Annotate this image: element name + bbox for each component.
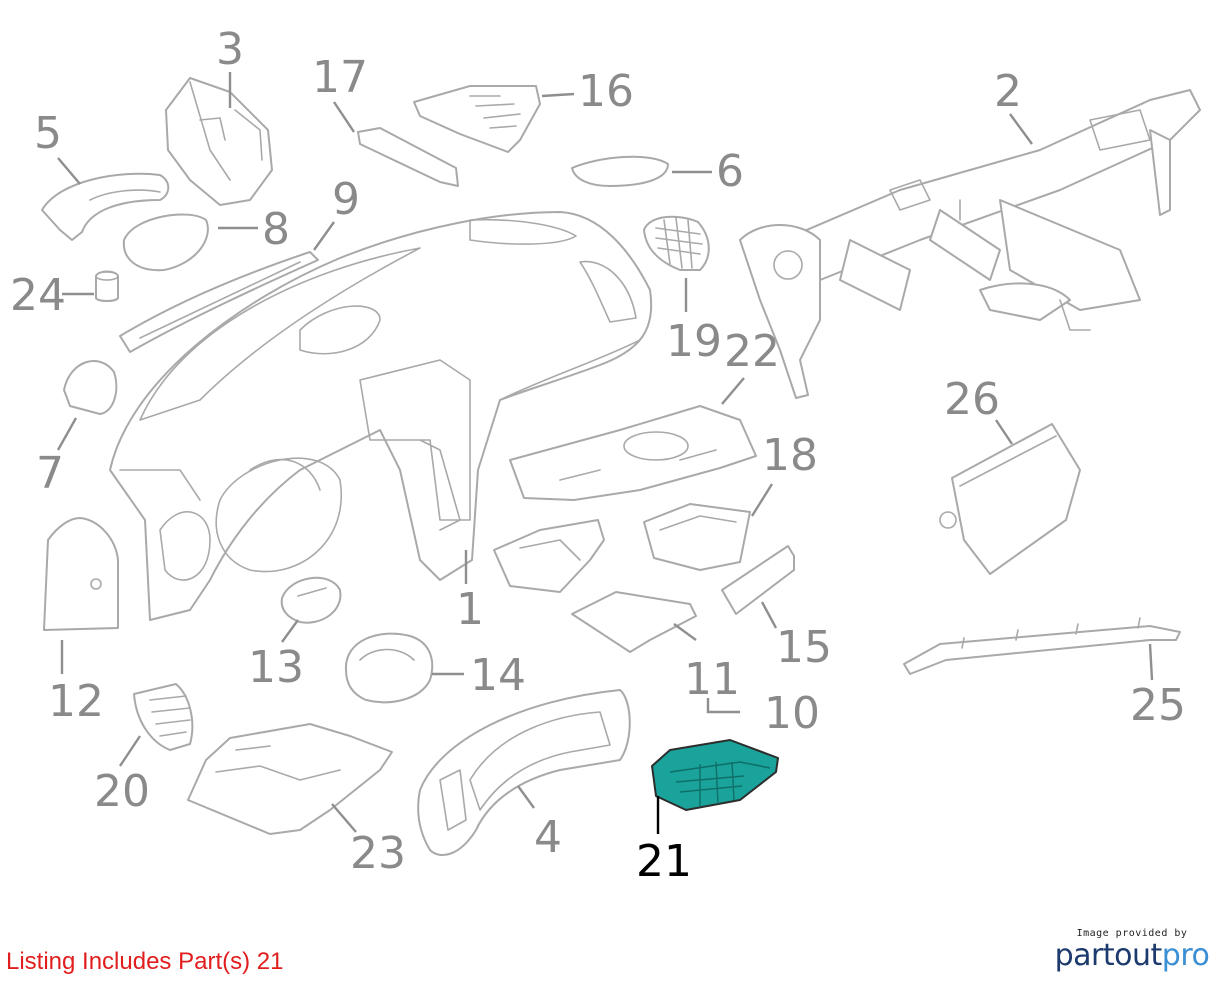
callout-19: 19: [666, 316, 722, 367]
lower-air-vent-part: [133, 683, 194, 751]
leader-13: [281, 619, 299, 643]
airbag-module-part: [939, 423, 1081, 575]
leader-7: [56, 417, 78, 451]
console-insert-part: [509, 405, 757, 501]
leader-10: [706, 698, 740, 714]
callout-25: 25: [1130, 680, 1186, 731]
leader-18: [750, 483, 774, 517]
storage-tray-part: [493, 519, 605, 593]
air-vent-part: [643, 215, 710, 271]
callout-numbers: 1 2 3 4 5 6 7 8 9 10 11 12 13 14 15 16 1…: [10, 24, 1186, 887]
trim-panel-part: [41, 172, 170, 241]
callout-20: 20: [94, 766, 150, 817]
grille-part: [122, 213, 209, 272]
cross-car-beam-part: [739, 89, 1201, 399]
instrument-panel-part: [109, 211, 653, 621]
lower-panel-part: [187, 723, 393, 835]
callout-24: 24: [10, 270, 66, 321]
callout-16: 16: [578, 66, 634, 117]
listing-includes-text: Listing Includes Part(s) 21: [6, 948, 284, 975]
callout-9: 9: [332, 174, 360, 225]
reinforcement-rod-part: [903, 617, 1181, 675]
leader-4: [517, 785, 535, 809]
leader-23: [331, 803, 357, 833]
leader-17: [333, 101, 355, 133]
leader-15: [760, 601, 778, 629]
callout-21: 21: [636, 836, 692, 887]
cluster-bezel-part: [417, 689, 631, 857]
trim-molding-part: [357, 127, 459, 187]
brand-main: partout: [1054, 938, 1163, 973]
leader-9: [313, 221, 335, 251]
brand-accent: pro: [1161, 938, 1210, 973]
callout-8: 8: [262, 204, 290, 255]
end-cap-part: [63, 360, 118, 415]
callout-17: 17: [312, 52, 368, 103]
tray-liner-part: [571, 591, 697, 653]
callout-2: 2: [994, 66, 1022, 117]
leader-2: [1009, 113, 1033, 145]
leader-11: [673, 623, 697, 641]
trim-strip-part: [721, 545, 795, 615]
callout-12: 12: [48, 676, 104, 727]
callout-7: 7: [36, 448, 64, 499]
callout-22: 22: [724, 326, 780, 377]
credit-caption: Image provided by: [1076, 928, 1188, 939]
leader-26: [995, 419, 1013, 445]
callout-1: 1: [456, 584, 484, 635]
partoutpro-logo: partoutpro: [1052, 939, 1212, 973]
leader-5: [57, 157, 81, 185]
callout-15: 15: [776, 622, 832, 673]
callout-13: 13: [248, 642, 304, 693]
callout-26: 26: [944, 374, 1000, 425]
leader-20: [119, 735, 141, 767]
defroster-grille-part: [119, 251, 319, 353]
image-credit: Image provided by partoutpro: [1052, 928, 1212, 973]
callout-5: 5: [34, 108, 62, 159]
leader-16: [541, 92, 575, 98]
glove-box-bin-part: [643, 503, 751, 571]
callout-18: 18: [762, 430, 818, 481]
plug-part: [95, 270, 119, 302]
knob-housing-part: [280, 576, 342, 624]
louver-vent-part: [413, 85, 541, 153]
bracket-module-part: [165, 77, 273, 206]
center-vent-highlighted-part: [651, 739, 779, 811]
callout-4: 4: [534, 812, 562, 863]
leader-lines: [56, 72, 1154, 834]
callout-10: 10: [764, 688, 820, 739]
callout-6: 6: [716, 146, 744, 197]
callout-11: 11: [684, 654, 740, 705]
callout-23: 23: [350, 828, 406, 879]
cup-holder-part: [344, 632, 434, 704]
cover-plate-part: [571, 155, 669, 187]
callout-14: 14: [470, 650, 526, 701]
callout-3: 3: [216, 24, 244, 75]
side-panel-part: [43, 517, 119, 631]
leader-25: [1148, 643, 1154, 681]
leader-22: [721, 377, 745, 405]
